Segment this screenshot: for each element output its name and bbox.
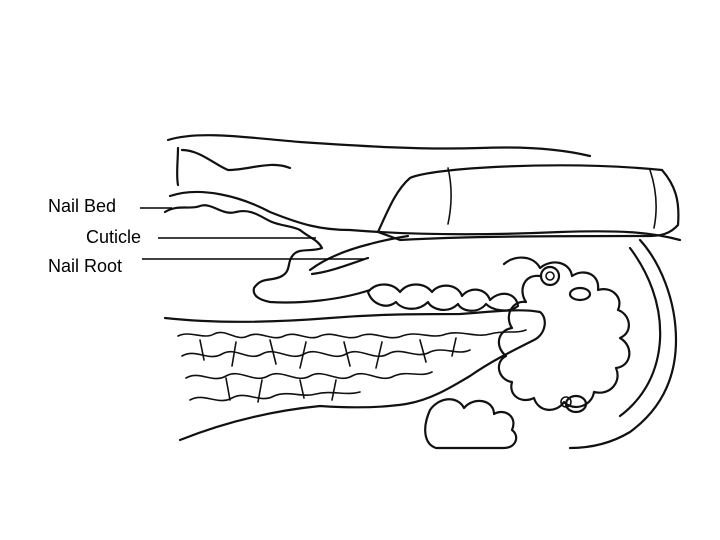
nail-bed-line: [168, 190, 682, 242]
nail-root-shape: [308, 234, 410, 276]
finger-outer-contour: [568, 238, 678, 450]
bone-trabecular-pattern: [177, 329, 527, 403]
nail-bed-edge: [163, 204, 302, 232]
cuticle-label: Cuticle: [86, 227, 142, 247]
nail-root-label: Nail Root: [48, 256, 123, 276]
finger-skin-top: [166, 134, 592, 158]
cuticle-fold: [252, 228, 372, 304]
finger-skin-fold: [176, 146, 292, 187]
distal-phalanx-bone: [163, 309, 546, 442]
nail-plate-ridge: [447, 167, 657, 229]
finger-inner-contour: [618, 246, 662, 418]
nail-plate: [376, 164, 680, 242]
nail-bed-label: Nail Bed: [48, 196, 117, 216]
